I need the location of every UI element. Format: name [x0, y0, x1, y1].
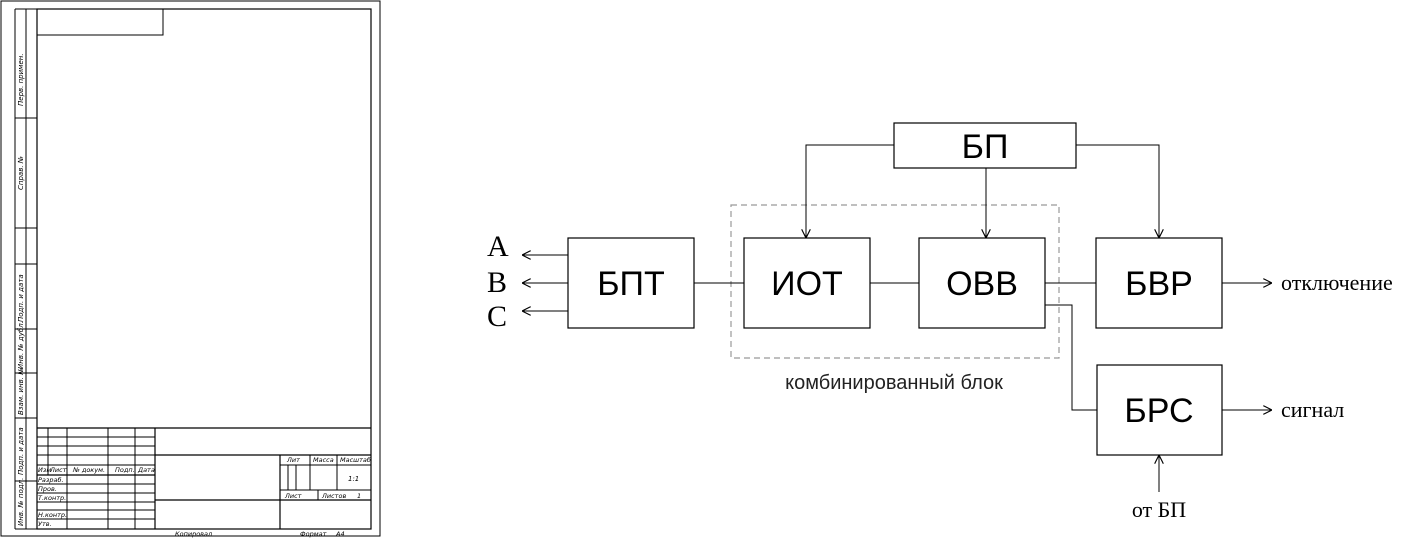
tb-format: Формат	[300, 530, 327, 538]
tb-copied: Копировал	[175, 530, 212, 538]
input-phase-a: A	[487, 230, 509, 263]
sheet-outer-border	[0, 0, 381, 537]
link-bp-iot	[806, 144, 894, 238]
side-label-3: Подп. и дата	[17, 274, 25, 322]
output-signal-label: сигнал	[1281, 397, 1344, 422]
tb-role-ncontrol: Н.контр.	[38, 511, 67, 519]
tb-role-approved: Утв.	[38, 520, 52, 528]
tb-role-developer: Разраб.	[38, 476, 64, 484]
side-label-5: Взам. инв. №	[17, 367, 25, 415]
block-ovv-label: ОВВ	[946, 265, 1018, 303]
link-ovv-brs	[1045, 304, 1097, 411]
top-left-box	[36, 8, 164, 36]
side-label-4: Инв. № дубл.	[17, 321, 25, 369]
side-label-7: Инв. № подл.	[17, 478, 25, 526]
tb-role-tcontrol: Т.контр.	[38, 494, 66, 502]
input-phase-b: B	[487, 266, 507, 299]
block-diagram: комбинированный блок A B C БП БПТ ИОТ	[487, 122, 1393, 522]
input-phase-c: C	[487, 300, 507, 333]
side-label-2: Справ. №	[17, 156, 25, 190]
block-bp-label: БП	[962, 128, 1009, 166]
drawing-sheet: Перв. примен. Справ. № Подп. и дата Инв.…	[0, 0, 381, 538]
tb-format-value: А4	[335, 530, 345, 538]
block-bpt-label: БПТ	[597, 265, 665, 303]
tb-header-izm: Изм	[38, 466, 51, 474]
tb-scale: Масштаб	[340, 456, 371, 464]
block-ovv: ОВВ	[918, 237, 1046, 329]
from-bp-label: от БП	[1132, 497, 1186, 522]
tb-header-sign: Подп.	[115, 466, 135, 474]
link-bp-bvr	[1076, 144, 1159, 238]
tb-sheets-value: 1	[357, 492, 361, 500]
block-bpt: БПТ	[567, 237, 695, 329]
block-brs-label: БРС	[1124, 392, 1193, 430]
sheet-inner-frame	[36, 8, 372, 530]
tb-role-checked: Пров.	[38, 485, 57, 493]
side-label-6: Подп. и дата	[17, 427, 25, 475]
tb-mass: Масса	[313, 456, 334, 464]
tb-header-date: Дата	[137, 466, 155, 474]
tb-sheets: Листов	[321, 492, 346, 500]
tb-lit: Лит	[286, 456, 300, 464]
side-label-1: Перв. примен.	[17, 53, 25, 106]
tb-header-docnum: № докум.	[72, 466, 105, 474]
block-brs: БРС	[1096, 364, 1223, 456]
block-iot: ИОТ	[743, 237, 871, 329]
block-bp: БП	[893, 122, 1077, 169]
block-bvr-label: БВР	[1125, 265, 1193, 303]
side-strip: Перв. примен. Справ. № Подп. и дата Инв.…	[14, 8, 37, 530]
output-trip-label: отключение	[1281, 270, 1393, 295]
block-iot-label: ИОТ	[771, 265, 843, 303]
tb-header-list: Лист	[49, 466, 67, 474]
tb-scale-value: 1:1	[348, 475, 359, 483]
tb-sheet: Лист	[284, 492, 302, 500]
combined-block-label: комбинированный блок	[785, 372, 1003, 394]
combined-block-boundary	[730, 204, 1060, 359]
title-block: Изм Лист № докум. Подп. Дата Разраб. Про…	[37, 427, 371, 538]
block-bvr: БВР	[1095, 237, 1223, 329]
